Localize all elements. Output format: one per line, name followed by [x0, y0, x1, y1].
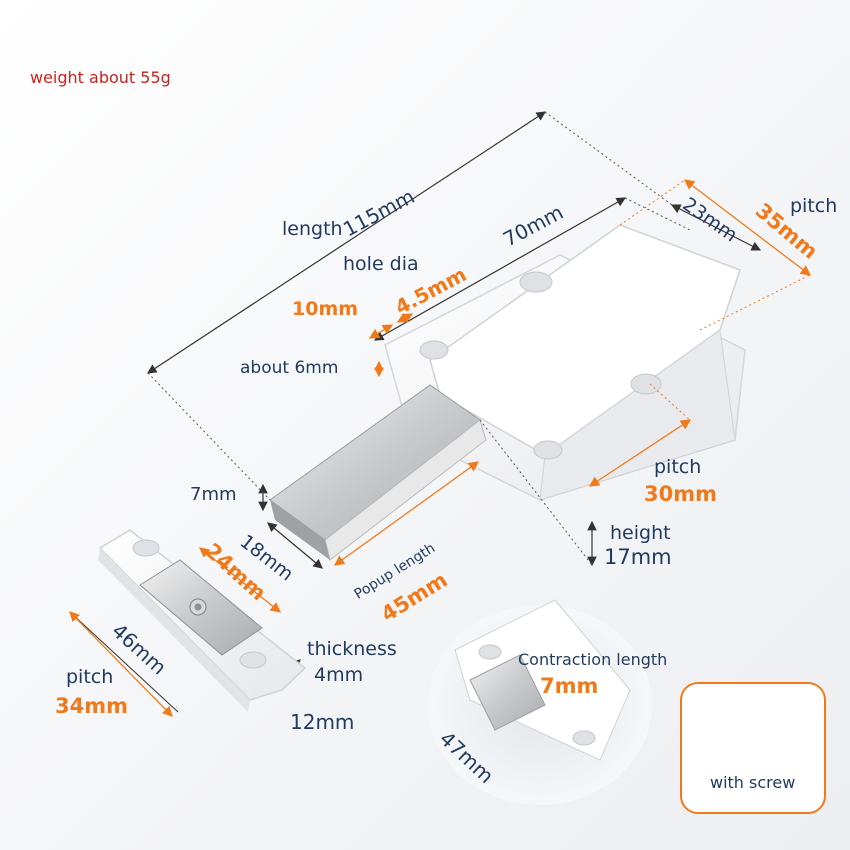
body-dim-line — [373, 197, 627, 341]
plunger-width-dim-line — [267, 522, 323, 569]
contraction-value: 7mm — [540, 674, 599, 698]
thickness-value: 4mm — [314, 664, 364, 686]
thickness-label: thickness — [307, 638, 397, 660]
offset-label: about 6mm — [240, 358, 339, 378]
plate-hole-bottom — [239, 651, 267, 669]
plate-pitch-dim-line — [198, 547, 282, 613]
mount-hole-top — [519, 271, 553, 293]
popup-dim-line — [333, 461, 480, 566]
pitch-mid-value: 30mm — [644, 482, 717, 506]
hole-dia-label: hole dia — [343, 253, 419, 275]
pitch-top-label: pitch — [790, 195, 838, 217]
pitch-left-label: pitch — [66, 666, 114, 688]
orange-dimension-lines — [69, 179, 812, 717]
with-screw-label: with screw — [710, 773, 796, 792]
mount-hole-bottom — [533, 440, 563, 460]
edge-value: 10mm — [292, 298, 359, 320]
pitch-35-dim-line — [683, 179, 812, 276]
pitch-30-dim-line — [588, 419, 692, 487]
screw-callout-box — [680, 682, 826, 814]
edge-dim-line — [368, 324, 394, 339]
length-label: length — [282, 218, 343, 240]
plate-width-value: 12mm — [290, 710, 355, 734]
height-value: 17mm — [604, 545, 672, 569]
plate-hole-top — [132, 539, 160, 557]
hole-dia-dim-line — [396, 312, 414, 324]
plunger-thickness-value: 7mm — [190, 484, 237, 505]
pitch-mid-label: pitch — [654, 456, 702, 478]
pitch-34-dim-line — [69, 611, 173, 717]
weight-title: weight about 55g — [30, 68, 171, 87]
height-label: height — [610, 522, 671, 544]
pitch-left-value: 34mm — [55, 694, 128, 718]
extension-lines — [147, 111, 691, 566]
contraction-label: Contraction length — [518, 650, 668, 669]
mount-hole-left — [419, 340, 449, 360]
strike-plate — [98, 529, 307, 712]
contraction-inset — [428, 599, 652, 805]
orange-extension-lines — [619, 179, 811, 421]
mount-hole-right — [630, 373, 662, 395]
length-dim-line — [146, 111, 547, 374]
